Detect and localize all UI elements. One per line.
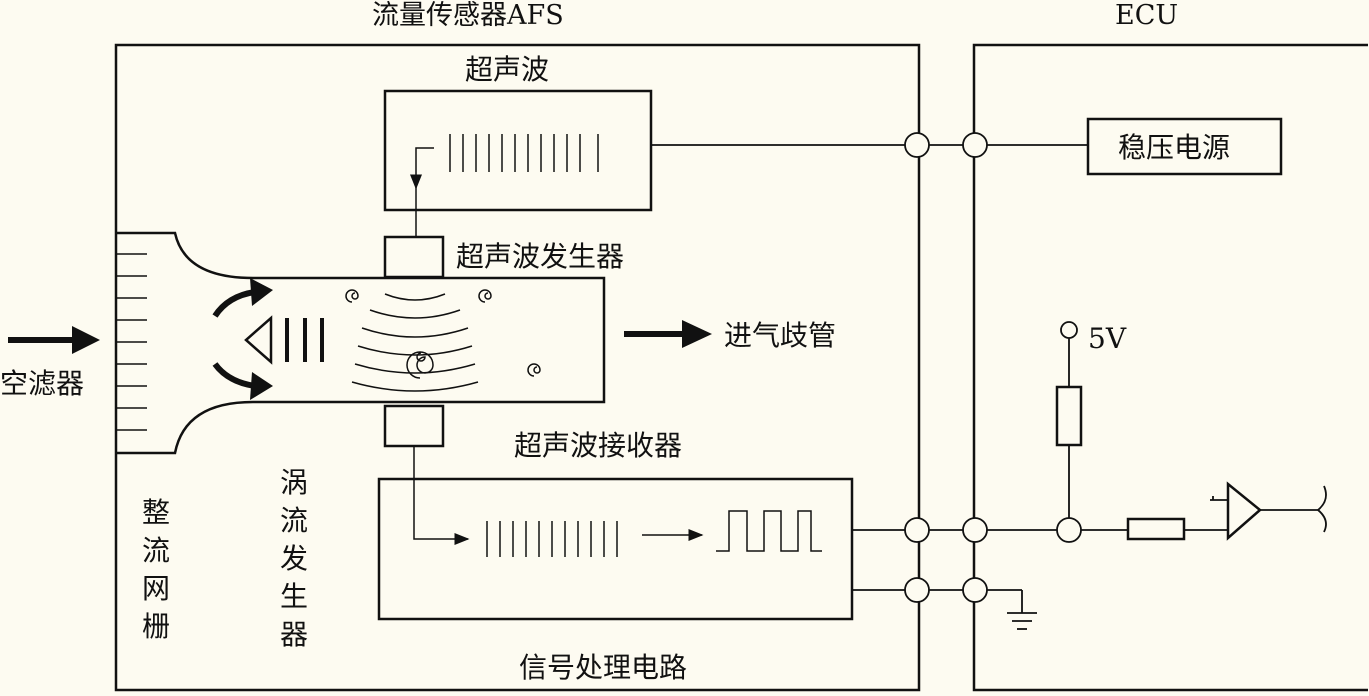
intake-arrow bbox=[624, 320, 712, 348]
feed-arrow bbox=[410, 147, 434, 190]
afs-box bbox=[114, 43, 921, 692]
power-supply-box bbox=[1086, 117, 1283, 176]
ultrasonic-wave-lines bbox=[449, 134, 599, 172]
svg-text:流: 流 bbox=[280, 504, 308, 537]
series-resistor bbox=[1126, 517, 1186, 541]
intake-label: 进气歧管 bbox=[724, 319, 836, 352]
connector-terminals bbox=[904, 132, 988, 603]
afs-title: 流量传感器AFS bbox=[372, 0, 564, 31]
svg-text:栅: 栅 bbox=[142, 610, 170, 643]
wave-arcs bbox=[351, 293, 479, 392]
voltage-label: 5V bbox=[1088, 322, 1127, 355]
signal-circuit-label: 信号处理电路 bbox=[519, 651, 687, 684]
pullup-resistor bbox=[1055, 338, 1083, 518]
ecu-title: ECU bbox=[1115, 0, 1178, 31]
vortex-generator-triangle bbox=[244, 315, 324, 365]
receiver-feed-arrow bbox=[413, 446, 470, 545]
grid-vertical-label: 整 流 网 栅 bbox=[142, 496, 170, 643]
svg-text:发: 发 bbox=[280, 542, 308, 575]
vortex-swirls bbox=[345, 289, 541, 379]
svg-text:器: 器 bbox=[280, 618, 308, 651]
svg-text:网: 网 bbox=[142, 572, 170, 605]
vcc-terminal bbox=[1060, 321, 1078, 339]
flow-channel bbox=[116, 231, 606, 455]
svg-text:整: 整 bbox=[142, 496, 170, 529]
power-supply-label: 稳压电源 bbox=[1118, 131, 1230, 164]
rectifier-grid bbox=[116, 253, 147, 431]
connection-wires bbox=[651, 144, 1128, 591]
signal-wave-lines bbox=[486, 521, 618, 557]
air-filter-label: 空滤器 bbox=[0, 367, 84, 400]
ultrasonic-box bbox=[383, 89, 653, 212]
square-wave bbox=[716, 510, 822, 552]
svg-text:涡: 涡 bbox=[280, 466, 308, 499]
ecu-box bbox=[972, 43, 1368, 692]
signal-processing-box bbox=[377, 477, 854, 621]
generator-label: 超声波发生器 bbox=[456, 240, 624, 273]
receiver-block bbox=[383, 404, 445, 448]
curved-flow-arrows bbox=[212, 278, 273, 400]
node-junction bbox=[1056, 517, 1082, 543]
ground-symbol bbox=[1007, 590, 1037, 630]
vortex-gen-vertical-label: 涡 流 发 生 器 bbox=[280, 466, 308, 651]
air-in-arrow bbox=[8, 326, 100, 354]
svg-text:流: 流 bbox=[142, 534, 170, 567]
buffer-amplifier bbox=[1210, 481, 1327, 541]
receiver-label: 超声波接收器 bbox=[514, 429, 682, 462]
ultrasonic-label: 超声波 bbox=[465, 53, 549, 86]
generator-block bbox=[383, 235, 445, 279]
svg-text:生: 生 bbox=[280, 580, 308, 613]
